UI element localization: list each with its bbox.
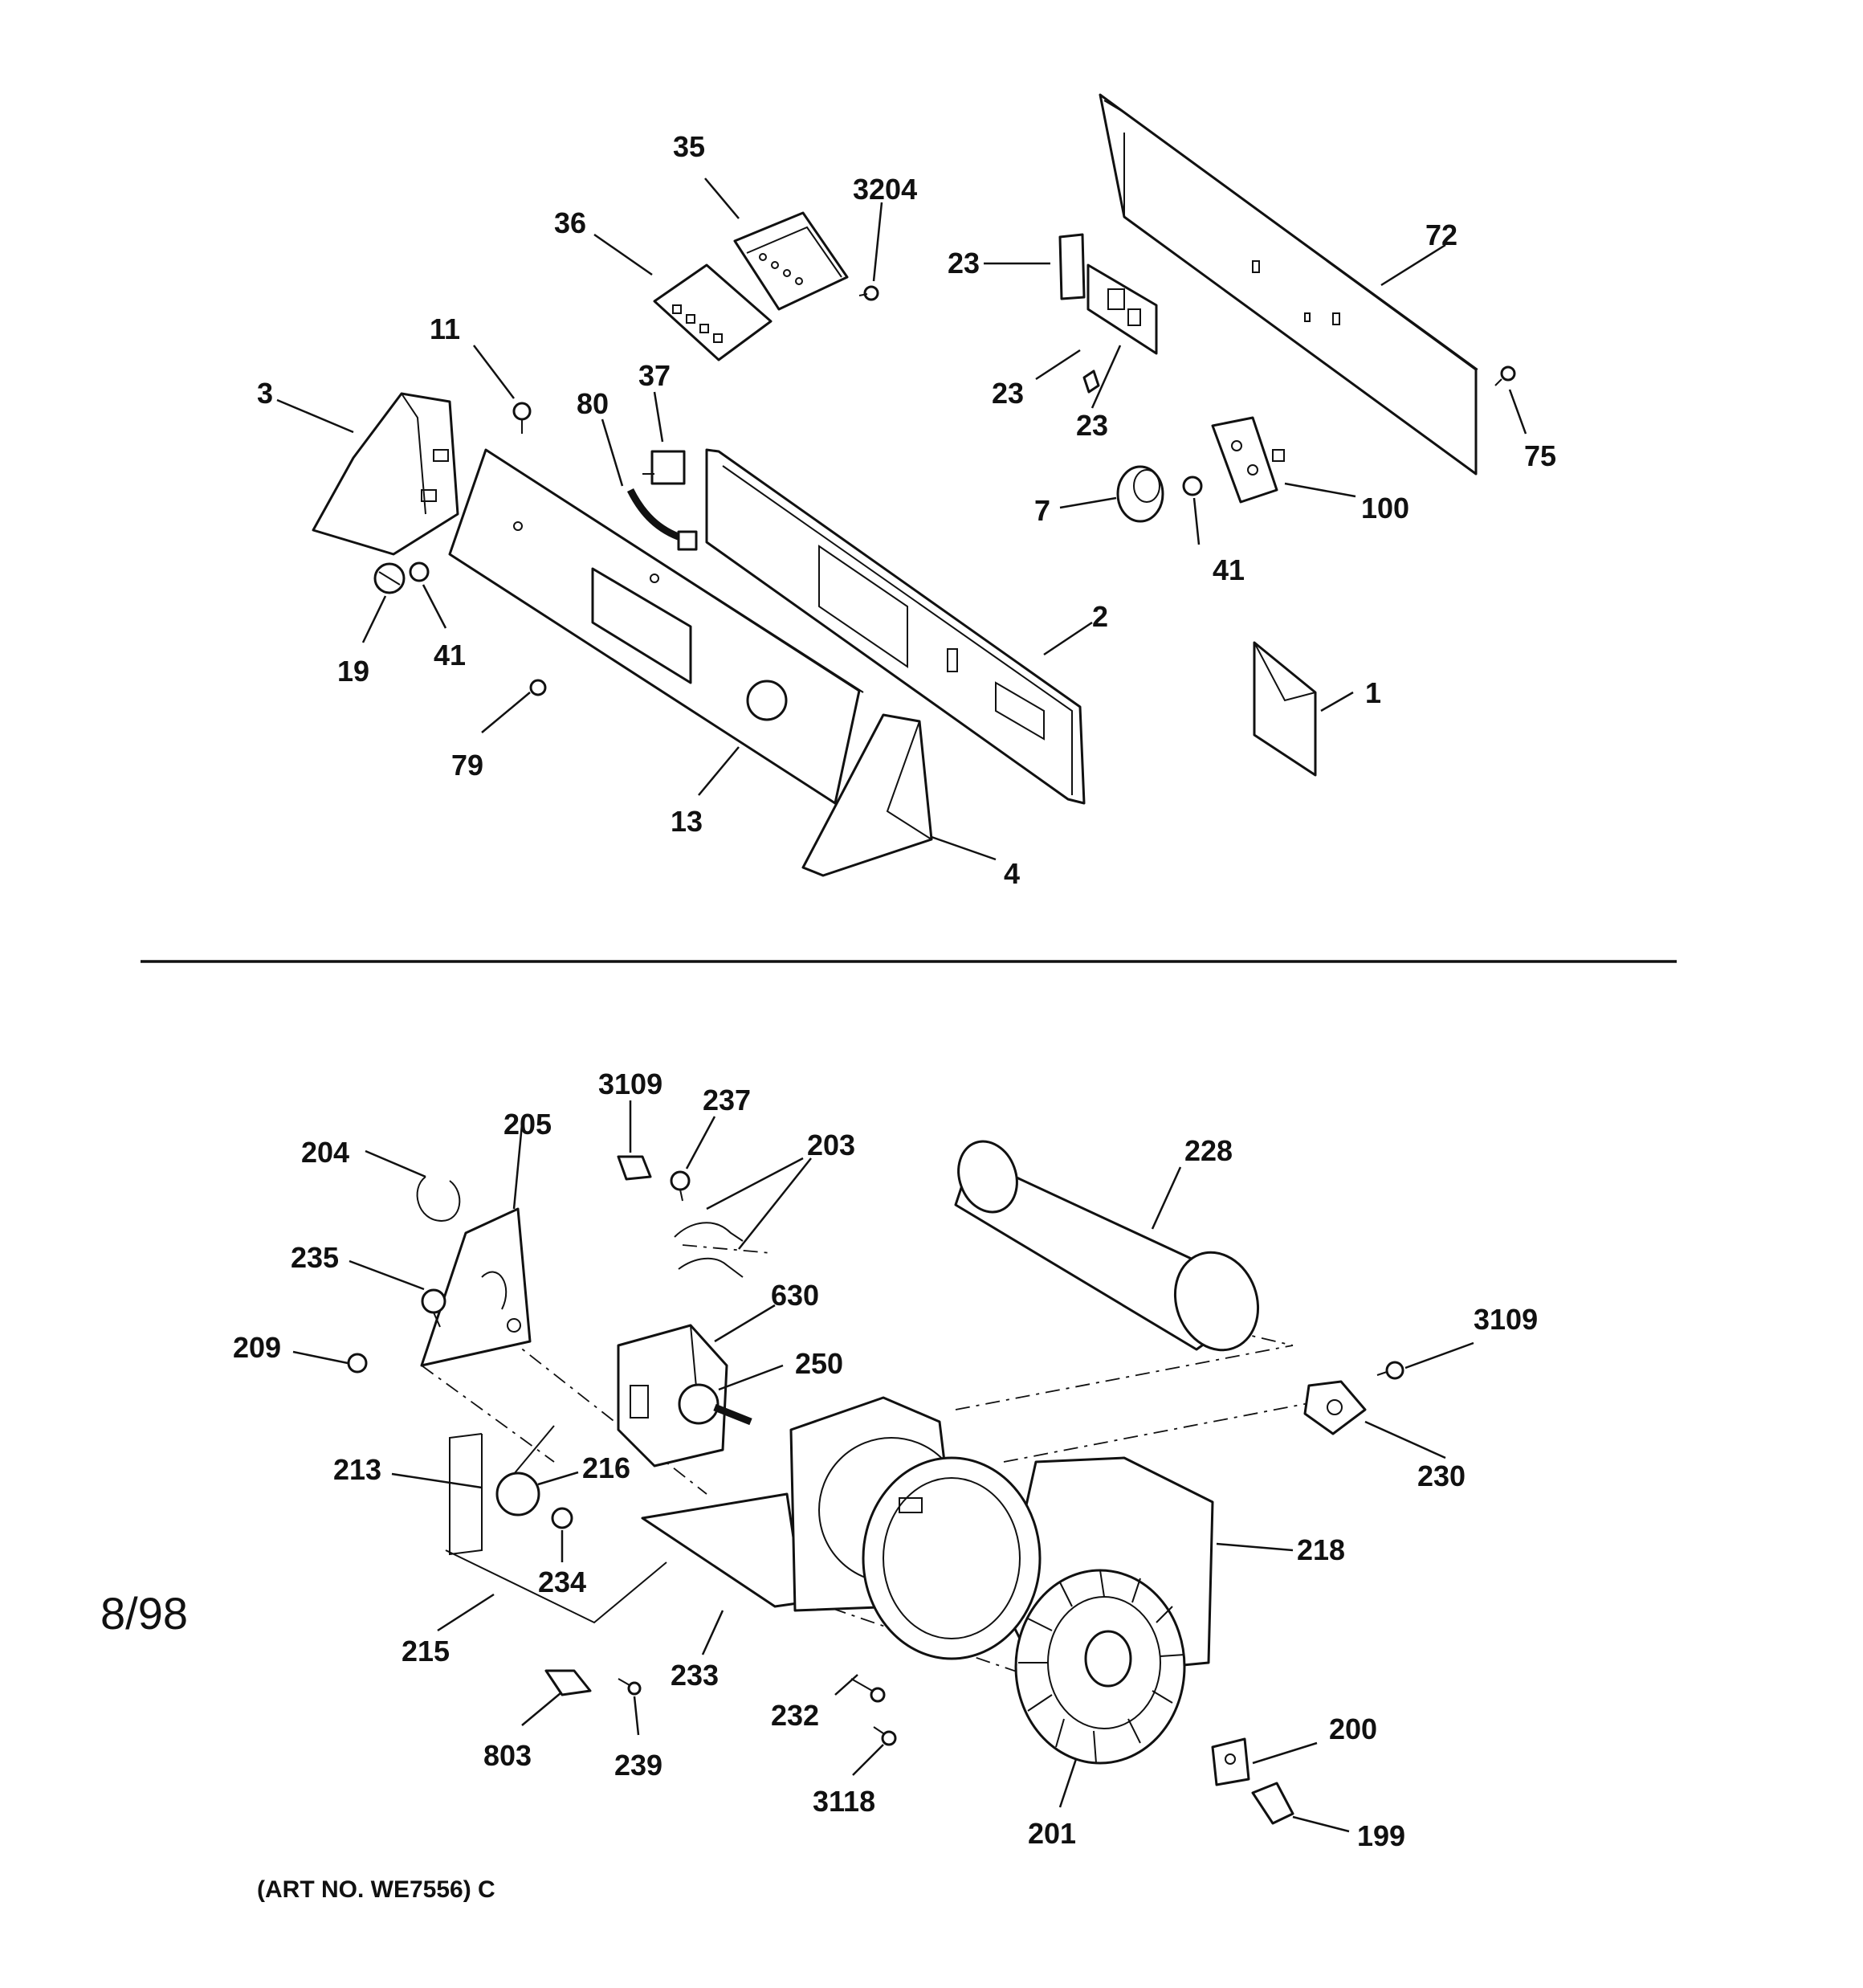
- callout-3109: 3109: [1474, 1303, 1538, 1336]
- part-203-clamps: [674, 1222, 744, 1278]
- callout-250: 250: [795, 1347, 843, 1380]
- part-216-switch: [495, 1425, 555, 1517]
- callout-41: 41: [1213, 553, 1245, 586]
- callout-218: 218: [1297, 1533, 1345, 1566]
- callout-36: 36: [554, 206, 586, 239]
- part-215-wire: [445, 1549, 667, 1624]
- callout-204: 204: [301, 1136, 349, 1169]
- part-1-literature: [1253, 641, 1317, 777]
- callout-labels: 35 3204 36 72 23 23 23 11 37 3 80 75 7 1…: [233, 130, 1556, 1852]
- part-3204-screw: [858, 285, 879, 301]
- callout-79: 79: [451, 749, 483, 782]
- part-72-rear-panel: [1099, 93, 1478, 476]
- callout-23: 23: [992, 377, 1024, 410]
- callout-230: 230: [1417, 1459, 1466, 1492]
- part-200-bracket: [1211, 1737, 1250, 1786]
- part-232-screw: [850, 1678, 886, 1703]
- leader-lines-bottom: [292, 1100, 1474, 1833]
- callout-3118: 3118: [813, 1785, 875, 1818]
- callout-209: 209: [233, 1331, 281, 1364]
- callout-232: 232: [771, 1699, 819, 1732]
- callout-13: 13: [671, 805, 703, 838]
- art-number: (ART NO. WE7556) C: [257, 1876, 495, 1903]
- part-3118-screw: [873, 1726, 897, 1746]
- callout-23: 23: [948, 247, 980, 280]
- part-19-knob: [373, 562, 406, 594]
- callout-7: 7: [1034, 494, 1050, 527]
- part-3-end-cap: [312, 392, 459, 556]
- part-13-control-panel: [448, 448, 864, 805]
- callout-3109: 3109: [598, 1067, 662, 1100]
- part-4-end-cap: [801, 713, 933, 877]
- part-3109-clip-right: [1376, 1361, 1404, 1380]
- callout-72: 72: [1425, 218, 1457, 251]
- part-209-nut: [347, 1353, 368, 1374]
- callout-3204: 3204: [853, 173, 917, 206]
- part-11-screw: [512, 402, 532, 434]
- callout-19: 19: [337, 655, 369, 688]
- part-41-knob-insert-right: [1182, 476, 1203, 496]
- callout-100: 100: [1361, 492, 1409, 525]
- callout-23: 23: [1076, 409, 1108, 442]
- part-35-switch-bracket: [733, 211, 849, 311]
- callout-199: 199: [1357, 1819, 1405, 1852]
- callout-237: 237: [703, 1084, 751, 1116]
- part-228-exhaust-duct: [954, 1140, 1260, 1352]
- callout-11: 11: [430, 312, 460, 345]
- part-36-keypad: [653, 263, 773, 361]
- part-235-screw: [421, 1288, 446, 1328]
- part-41-knob-insert: [409, 561, 430, 582]
- part-218-blower-housing: [789, 1396, 1214, 1680]
- leader-lines-top: [276, 178, 1527, 861]
- part-2-panel-frame: [705, 448, 1086, 805]
- callout-233: 233: [671, 1659, 719, 1692]
- callout-239: 239: [614, 1749, 662, 1782]
- callout-213: 213: [333, 1453, 381, 1486]
- callout-1: 1: [1365, 676, 1381, 709]
- callout-228: 228: [1184, 1134, 1233, 1167]
- callout-630: 630: [771, 1279, 819, 1312]
- part-79-plug: [529, 679, 547, 696]
- part-234-nut: [551, 1507, 573, 1529]
- part-201-blower-wheel: [1014, 1569, 1186, 1765]
- part-100-timer: [1211, 416, 1285, 504]
- part-213-bracket: [449, 1433, 483, 1556]
- part-237-screw: [670, 1170, 691, 1202]
- date-stamp: 8/98: [100, 1588, 188, 1639]
- part-37-switch: [642, 450, 686, 485]
- callout-215: 215: [402, 1635, 450, 1668]
- callout-3: 3: [257, 377, 273, 410]
- part-80-wire-harness: [626, 488, 698, 551]
- part-239-screw: [618, 1678, 642, 1696]
- part-630-motor: [617, 1324, 728, 1468]
- part-3109-clip: [617, 1155, 652, 1181]
- callout-4: 4: [1004, 857, 1020, 890]
- part-199-bolt: [1251, 1782, 1294, 1825]
- part-250-motor-pulley: [678, 1383, 752, 1426]
- callout-80: 80: [577, 387, 609, 420]
- callout-234: 234: [538, 1565, 586, 1598]
- callout-35: 35: [673, 130, 705, 163]
- part-205-motor-mount: [420, 1207, 532, 1367]
- part-803-clip: [544, 1669, 592, 1696]
- callout-216: 216: [582, 1451, 630, 1484]
- part-7-knob: [1116, 465, 1164, 523]
- part-75-screw: [1494, 365, 1516, 386]
- part-23-terminal-board: [1058, 233, 1158, 394]
- callout-803: 803: [483, 1739, 532, 1772]
- callout-203: 203: [807, 1129, 855, 1161]
- callout-75: 75: [1524, 439, 1556, 472]
- part-233-base: [641, 1492, 805, 1608]
- callout-200: 200: [1329, 1712, 1377, 1745]
- callout-37: 37: [638, 359, 671, 392]
- callout-205: 205: [503, 1108, 552, 1141]
- callout-235: 235: [291, 1241, 339, 1274]
- part-204-clamp: [416, 1176, 461, 1223]
- callout-41: 41: [434, 639, 466, 672]
- callout-201: 201: [1028, 1817, 1076, 1850]
- part-230-thermostat: [1303, 1380, 1367, 1435]
- callout-2: 2: [1092, 600, 1108, 633]
